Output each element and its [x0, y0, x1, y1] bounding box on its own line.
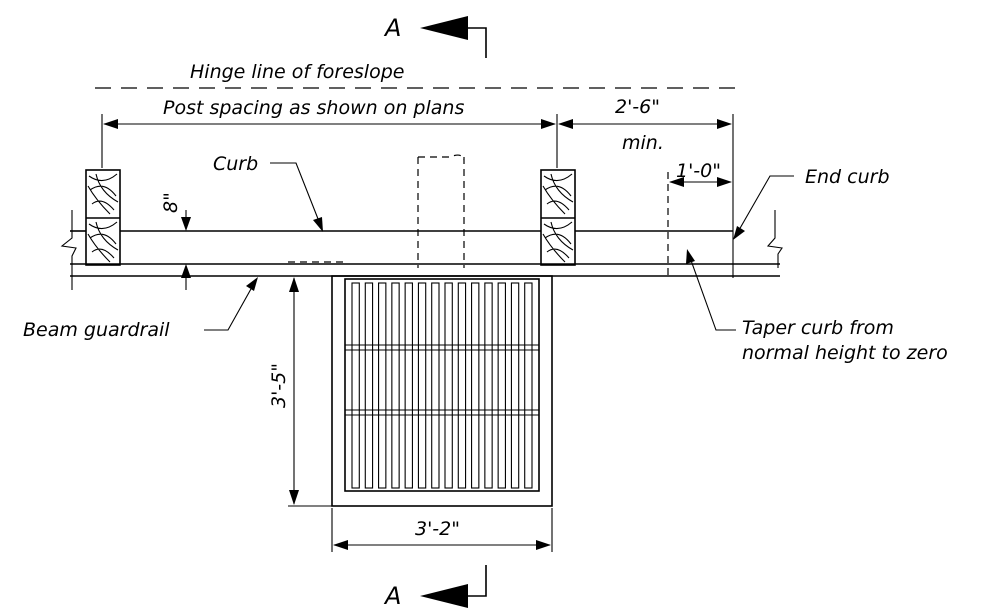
grate-bar: [497, 282, 506, 489]
grate-bar: [510, 282, 520, 489]
grate-bars: [351, 282, 533, 489]
section-leader-top: [468, 27, 487, 58]
taper-curb-label-line1: Taper curb from: [742, 317, 894, 339]
taper-curb-callout: Taper curb from normal height to zero: [686, 249, 948, 364]
section-arrow-top: [420, 16, 468, 40]
grate-inlet: [288, 261, 553, 507]
beam-guardrail-callout: Beam guardrail: [23, 277, 258, 341]
grate-bar: [378, 282, 387, 489]
grate-length-dimension: 3'-5": [268, 277, 332, 507]
end-clearance-dimension: 2'-6" min.: [558, 96, 734, 278]
grate-bar: [404, 282, 413, 489]
grate-bar: [457, 282, 467, 489]
grate-bar: [364, 282, 374, 489]
section-marker-bottom: A: [383, 565, 487, 610]
section-arrow-bottom: [420, 584, 468, 608]
dashed-middle-post: [417, 154, 465, 268]
grate-frame: [331, 275, 553, 507]
curb-height-label: 8": [160, 192, 182, 213]
grate-width-label: 3'-2": [415, 518, 460, 540]
section-marker-top: A: [383, 14, 487, 58]
grate-bar: [431, 282, 440, 489]
end-clearance-note: min.: [622, 132, 664, 154]
grate-bar: [444, 282, 453, 489]
grate-bar: [524, 282, 533, 489]
hinge-line-label: Hinge line of foreslope: [190, 61, 404, 83]
taper-length-label: 1'-0": [676, 160, 721, 182]
curb-label: Curb: [213, 153, 258, 175]
grate-length-label: 3'-5": [268, 363, 290, 408]
grate-inner: [344, 278, 540, 492]
post-spacing-label: Post spacing as shown on plans: [163, 97, 464, 119]
right-post: [540, 169, 576, 266]
left-post: [85, 169, 121, 266]
end-clearance-label: 2'-6": [615, 96, 660, 118]
curb-height-dimension: 8": [160, 192, 191, 290]
section-letter-top: A: [383, 14, 401, 42]
end-curb-callout: End curb: [733, 166, 890, 240]
break-line-left: [60, 210, 77, 290]
grate-bar: [351, 282, 360, 489]
curb-callout: Curb: [213, 153, 323, 232]
grate-bar: [471, 282, 480, 489]
beam-guardrail-label: Beam guardrail: [23, 319, 170, 341]
post-spacing-dimension: Post spacing as shown on plans: [101, 97, 558, 168]
grate-bar: [391, 282, 400, 489]
grate-width-dimension: 3'-2": [331, 508, 553, 552]
grate-bar: [417, 282, 427, 489]
section-leader-bottom: [468, 565, 487, 597]
break-line-right: [766, 210, 783, 268]
taper-length-dimension: 1'-0": [667, 160, 732, 276]
taper-curb-label-line2: normal height to zero: [742, 342, 948, 364]
grate-bar: [484, 282, 493, 489]
end-curb-label: End curb: [805, 166, 890, 188]
section-letter-bottom: A: [383, 582, 401, 610]
